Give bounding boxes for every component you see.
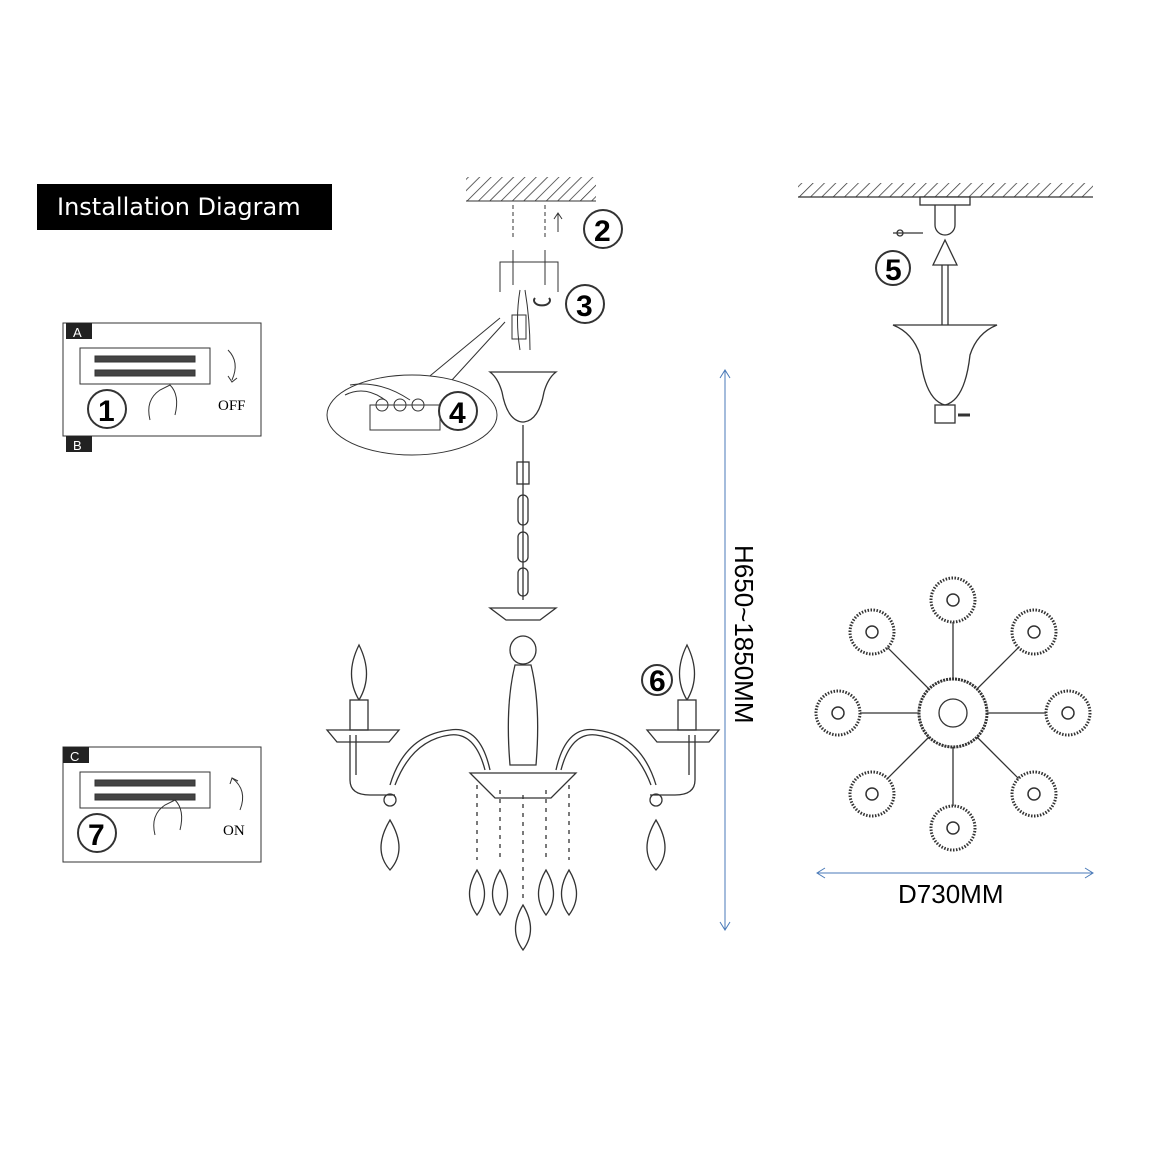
step-6-label: 6 — [649, 665, 666, 698]
breaker-on-panel: C 7 ON — [62, 746, 262, 863]
chandelier-top-view — [814, 576, 1092, 852]
step-1-label: 1 — [98, 395, 115, 428]
rotate-icon — [533, 297, 551, 307]
step-3-label: 3 — [576, 290, 593, 323]
height-dimension-label: H650~1850MM — [729, 545, 759, 724]
on-label: ON — [223, 823, 245, 839]
diagram-title: Installation Diagram — [37, 184, 332, 230]
step-5-label: 5 — [885, 254, 902, 287]
off-label: OFF — [218, 398, 246, 414]
ceiling-mount — [466, 177, 596, 351]
breaker-off-panel: A B 1 OFF — [62, 322, 262, 453]
hook-mount-detail — [798, 183, 1093, 424]
height-dimension-line — [719, 369, 731, 931]
step-7-label: 7 — [88, 819, 105, 852]
panel-label-b: B — [73, 438, 82, 453]
panel-label-c: C — [70, 749, 79, 764]
panel-label-a: A — [73, 325, 82, 340]
wire-connector-callout — [326, 317, 506, 456]
diameter-dimension-label: D730MM — [898, 879, 1003, 909]
chandelier-front-view — [325, 371, 721, 952]
step-2-label: 2 — [594, 215, 611, 248]
diameter-dimension-line — [816, 867, 1094, 879]
step-4-label: 4 — [449, 397, 466, 430]
